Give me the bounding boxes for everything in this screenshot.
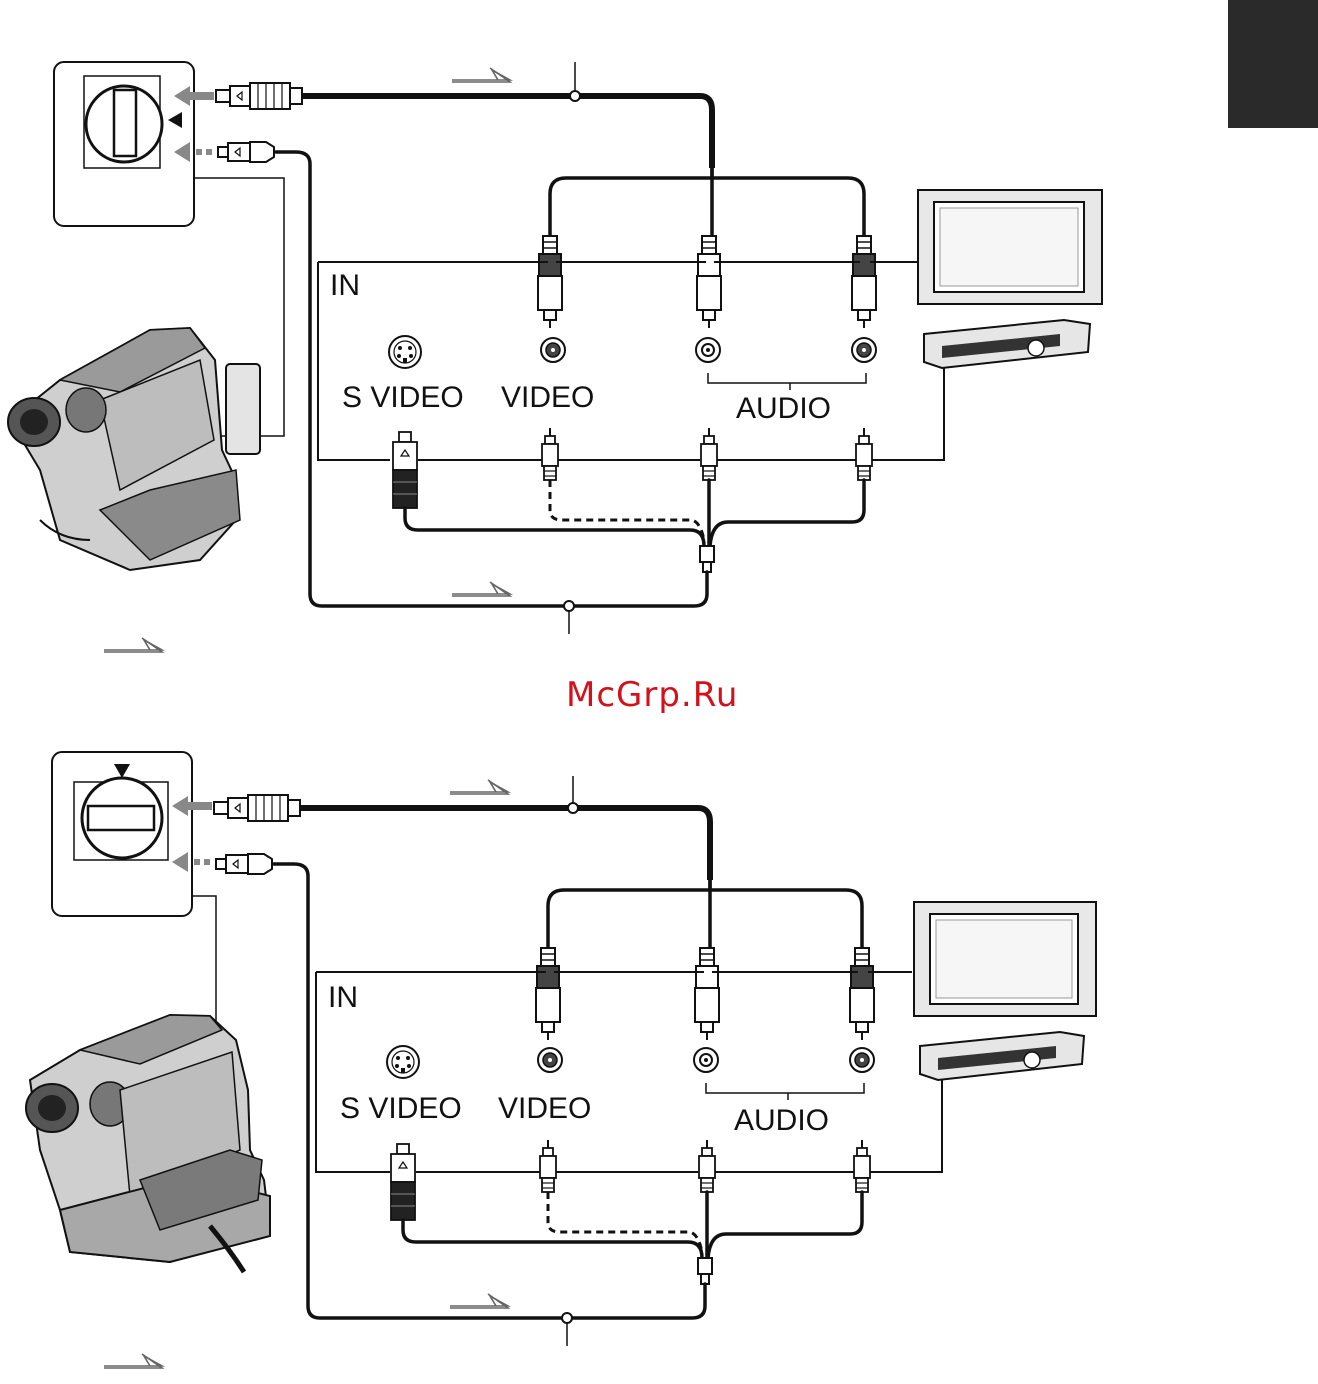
audio-left-lower-plug — [699, 1140, 715, 1192]
signal-flow-arrow-icon — [104, 1354, 162, 1368]
mini-plug — [216, 854, 272, 874]
audio-right-plug — [852, 236, 876, 328]
video-jack-icon — [538, 1048, 562, 1072]
audio-right-plug — [850, 948, 874, 1040]
signal-flow-arrow-icon — [452, 68, 510, 82]
signal-flow-arrow-icon — [452, 582, 510, 596]
s-video-label: S VIDEO — [340, 1092, 462, 1125]
chapter-tab — [1228, 0, 1318, 128]
video-plug — [538, 236, 562, 328]
diagram-1: IN S VIDEO VIDEO AUDIO — [8, 62, 1102, 634]
diagram-2: IN S VIDEO VIDEO AUDIO — [26, 752, 1096, 1346]
watermark: McGrp.Ru — [566, 675, 738, 715]
audio-right-lower-plug — [854, 1140, 870, 1192]
video-jack-icon — [541, 338, 565, 362]
audio-left-lower-plug — [701, 428, 717, 480]
video-label: VIDEO — [498, 1092, 591, 1125]
multi-plug — [214, 795, 300, 821]
audio-left-jack-icon — [696, 338, 720, 362]
s-video-plug — [391, 1144, 415, 1220]
s-video-jack-icon — [387, 1046, 419, 1078]
signal-flow-arrow-icon — [450, 780, 508, 794]
video-label: VIDEO — [501, 381, 594, 414]
vcr-icon — [920, 1032, 1084, 1080]
tv-icon — [918, 190, 1102, 304]
audio-label: AUDIO — [734, 1104, 829, 1137]
audio-right-jack-icon — [850, 1048, 874, 1072]
video-lower-plug — [542, 428, 558, 480]
multi-plug — [216, 83, 302, 109]
audio-right-jack-icon — [852, 338, 876, 362]
s-video-jack-icon — [389, 336, 421, 368]
s-video-plug — [393, 432, 417, 508]
signal-flow-arrow-icon — [104, 638, 162, 652]
video-plug — [536, 948, 560, 1040]
input-label: IN — [330, 269, 360, 302]
signal-flow-arrow-icon — [450, 1294, 508, 1308]
tv-icon — [914, 902, 1096, 1016]
s-video-label: S VIDEO — [342, 381, 464, 414]
mini-plug — [218, 142, 274, 162]
vcr-icon — [924, 320, 1090, 368]
camcorder-with-station-icon — [26, 1015, 270, 1272]
audio-label: AUDIO — [736, 392, 831, 425]
audio-left-jack-icon — [694, 1048, 718, 1072]
input-label: IN — [328, 981, 358, 1014]
audio-left-plug — [695, 948, 719, 1040]
audio-left-plug — [697, 236, 721, 328]
audio-right-lower-plug — [856, 428, 872, 480]
video-lower-plug — [540, 1140, 556, 1192]
camcorder-icon — [8, 328, 260, 570]
